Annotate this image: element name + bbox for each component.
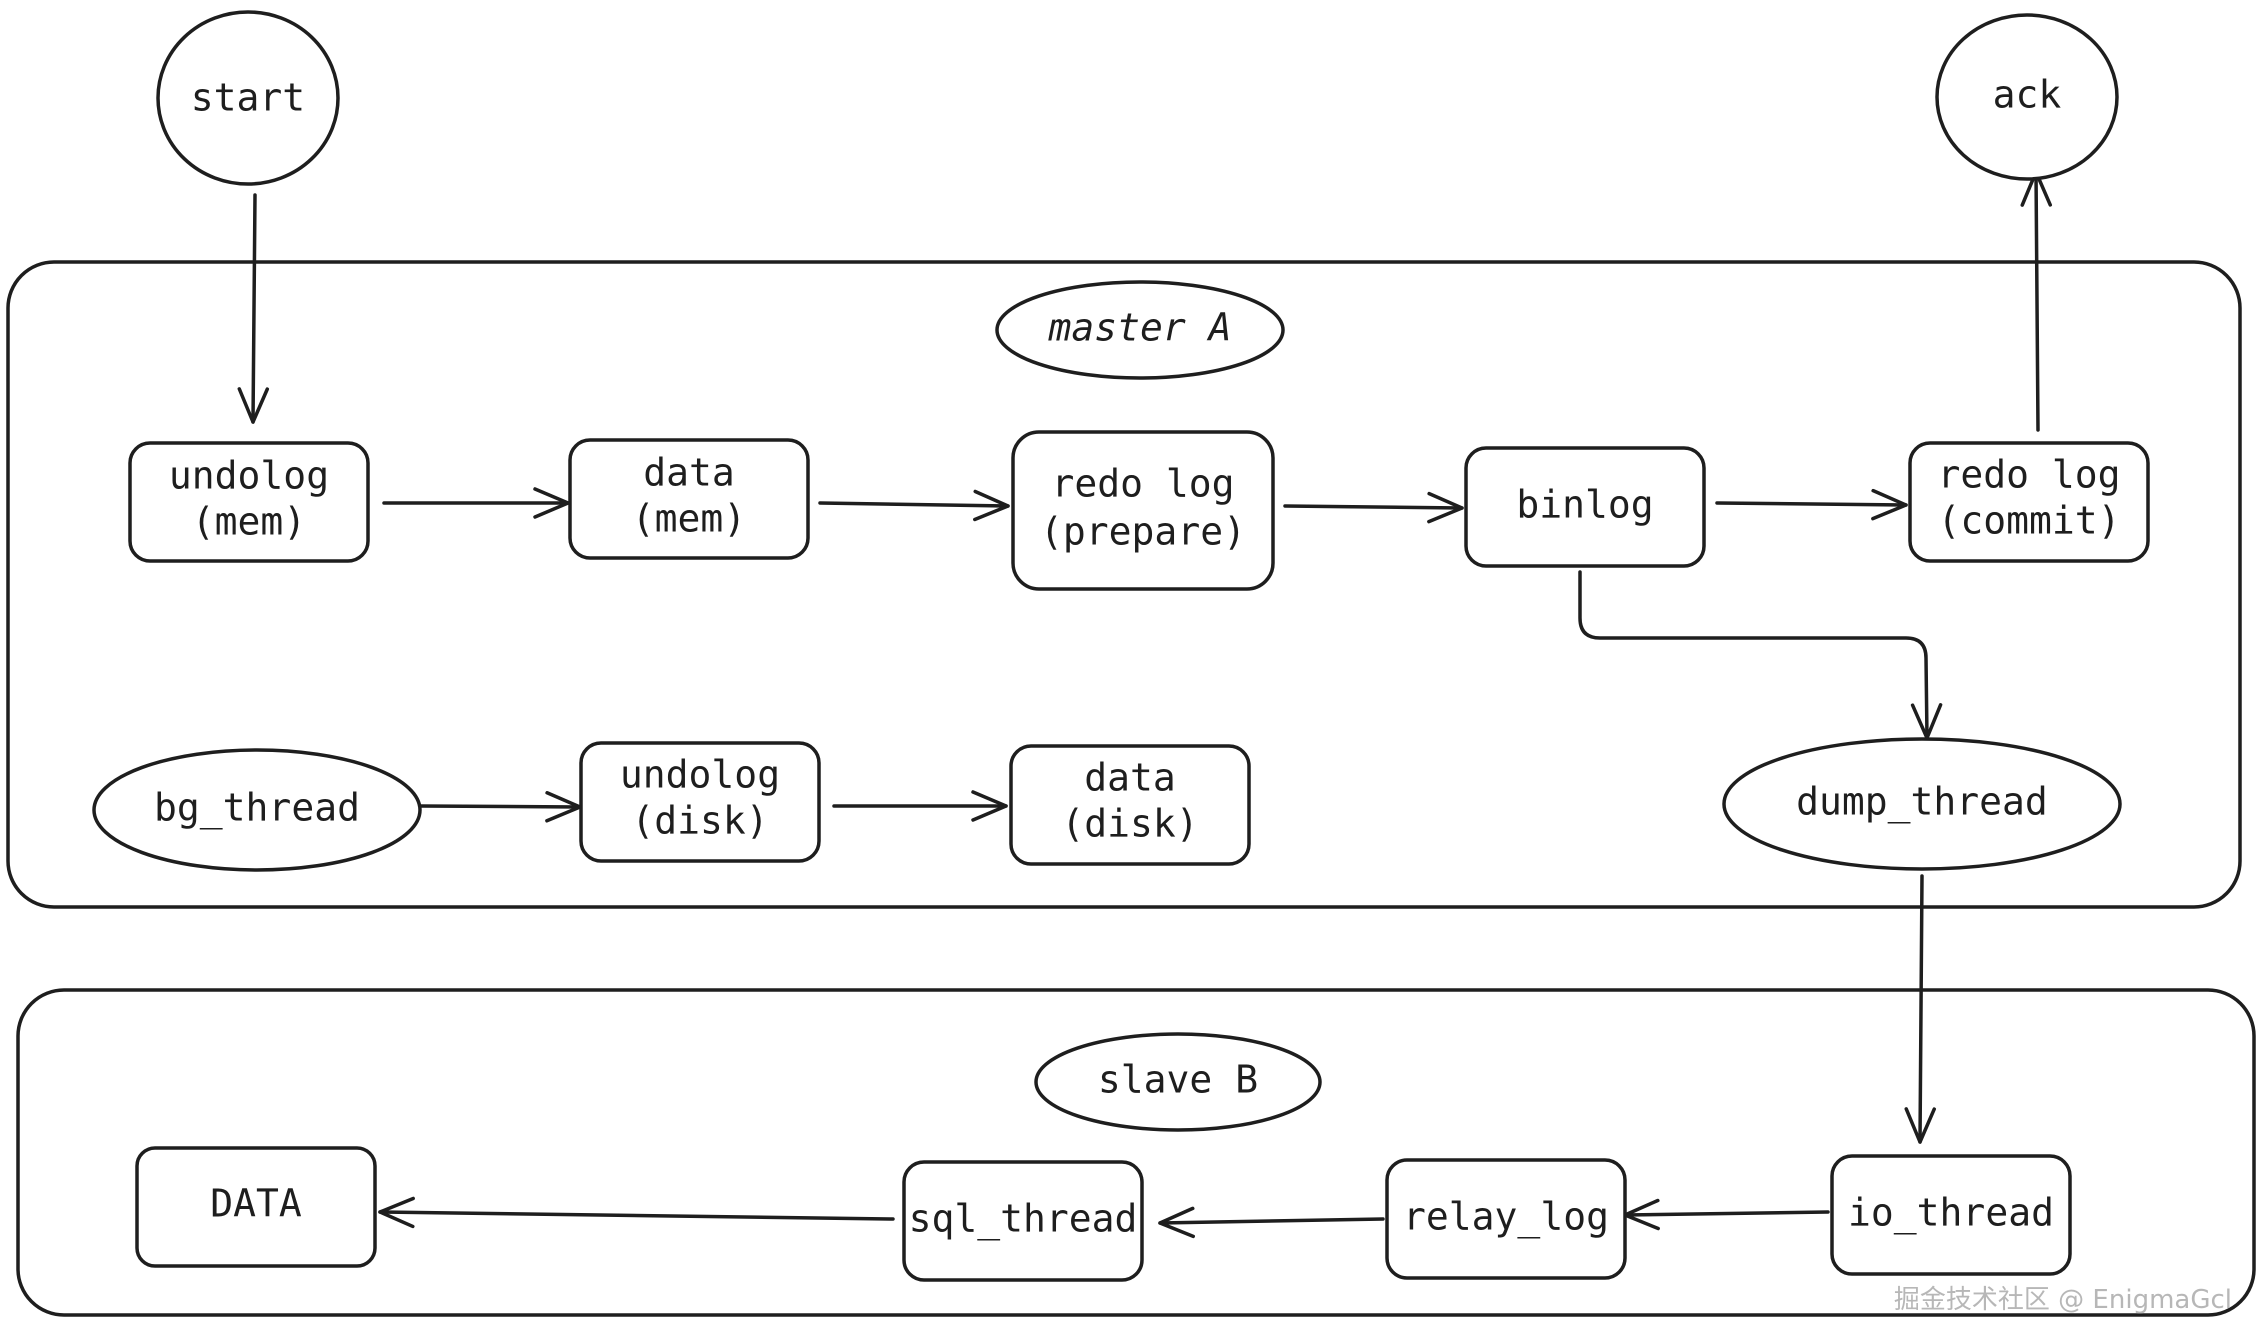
redo-log-prepare-label-line2: (prepare)	[1040, 510, 1246, 554]
sql-thread-label: sql_thread	[909, 1197, 1138, 1242]
data-mem-label-line1: data	[643, 451, 735, 495]
io-thread-node	[1830, 1154, 2072, 1276]
ack-node	[1935, 13, 2119, 181]
redo-log-commit-node	[1908, 441, 2150, 563]
data-mem-node	[568, 438, 810, 560]
edge-dump-thread-to-io-thread	[1904, 874, 1936, 1144]
master-a-title-node	[995, 280, 1285, 380]
data-disk-label-line2: (disk)	[1061, 802, 1198, 846]
dump-thread-label: dump_thread	[1796, 780, 2048, 825]
relay-log-label: relay_log	[1403, 1195, 1609, 1240]
edge-io-thread-to-relay-log	[1623, 1198, 1830, 1231]
data-mem-label-line2: (mem)	[632, 497, 746, 541]
data-upper-node	[135, 1146, 377, 1268]
data-upper-label: DATA	[210, 1182, 302, 1226]
redo-log-commit-label-line2: (commit)	[1937, 499, 2120, 543]
edge-bg-thread-to-undolog-disk	[418, 791, 582, 823]
undolog-mem-label-line1: undolog	[169, 454, 329, 498]
undolog-disk-label-line2: (disk)	[631, 799, 768, 843]
slave-b-title: slave B	[1098, 1058, 1258, 1102]
master-a-group	[6, 260, 2242, 909]
redo-log-prepare-label-line1: redo log	[1051, 462, 1234, 506]
watermark: 掘金技术社区 @ EnigmaGcl	[1893, 1285, 2232, 1315]
undolog-mem-label-line2: (mem)	[192, 500, 306, 544]
edge-data-mem-to-redo-prepare	[818, 489, 1010, 522]
redo-log-commit-label-line1: redo log	[1937, 453, 2120, 497]
bg-thread-node	[92, 748, 422, 872]
undolog-disk-label-line1: undolog	[620, 753, 780, 797]
edge-start-to-undolog-mem	[237, 193, 270, 424]
slave-b-group	[16, 988, 2256, 1317]
sql-thread-node	[902, 1160, 1144, 1282]
start-node	[156, 10, 340, 186]
edge-redo-commit-to-ack	[2020, 170, 2053, 432]
relay-log-node	[1385, 1158, 1627, 1280]
redo-log-prepare-node	[1011, 430, 1275, 591]
start-label: start	[191, 76, 305, 120]
undolog-disk-node	[579, 741, 821, 863]
edge-redo-prepare-to-binlog	[1283, 491, 1464, 524]
data-disk-label-line1: data	[1084, 756, 1176, 800]
dump-thread-node	[1722, 737, 2122, 871]
data-disk-node	[1009, 744, 1251, 866]
undolog-mem-node	[128, 441, 370, 563]
edge-binlog-to-dump-thread	[1578, 570, 1943, 740]
bg-thread-label: bg_thread	[154, 786, 360, 831]
edge-relay-log-to-sql-thread	[1158, 1206, 1385, 1239]
edge-binlog-to-redo-commit	[1715, 488, 1908, 521]
ack-label: ack	[1993, 73, 2062, 117]
binlog-label: binlog	[1516, 483, 1653, 527]
binlog-node	[1464, 446, 1706, 568]
io-thread-label: io_thread	[1848, 1191, 2054, 1236]
slave-b-title-node	[1034, 1032, 1322, 1132]
edge-sql-thread-to-data	[378, 1196, 895, 1229]
master-a-title: master A	[1047, 306, 1231, 350]
